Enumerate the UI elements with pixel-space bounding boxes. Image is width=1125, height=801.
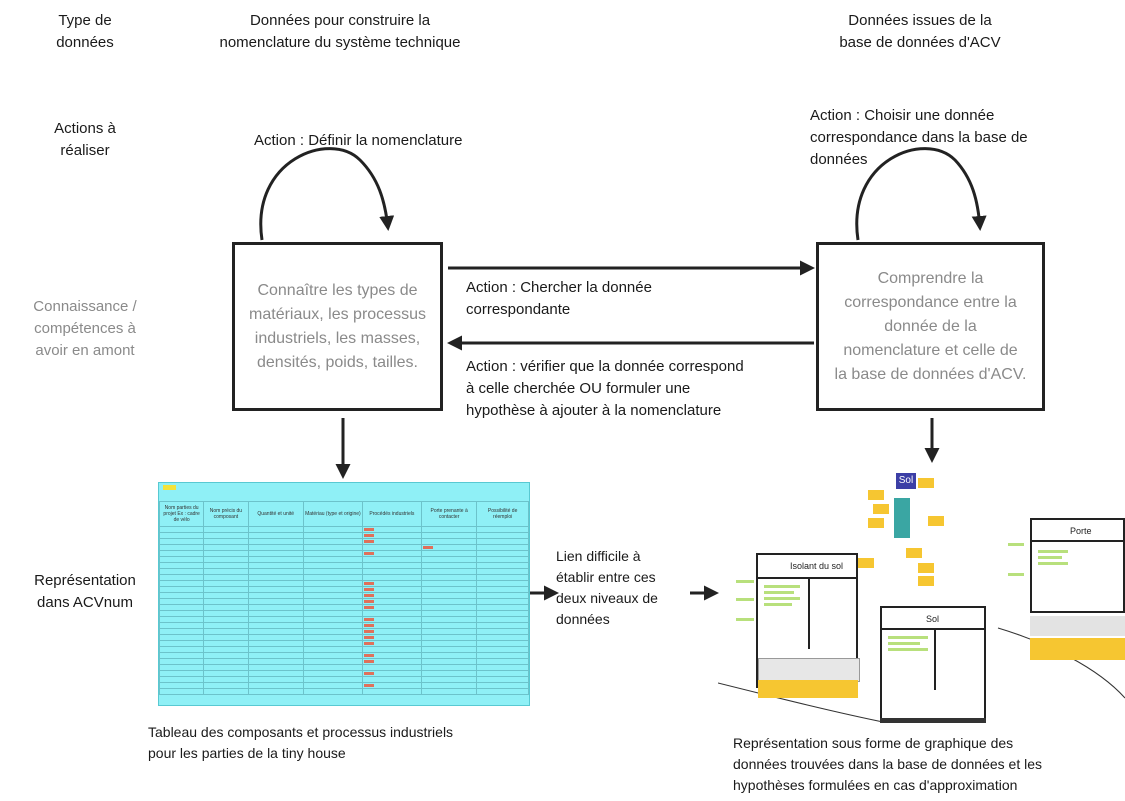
knowledge-box-right: Comprendre la correspondance entre la do… — [816, 242, 1045, 411]
sticky-note — [918, 478, 934, 488]
sticky-note — [918, 576, 934, 586]
card-porte: Porte — [1030, 518, 1125, 613]
card-title: Sol — [926, 614, 940, 624]
knowledge-label: Connaissance / compétences à avoir en am… — [33, 298, 137, 359]
action-choose: Action : Choisir une donnée correspondan… — [810, 107, 1028, 168]
loop-arrow-left — [259, 147, 395, 241]
graph-thumbnail: Sol Isolant du sol Sol Porte — [718, 468, 1125, 723]
loop-arrow-right — [855, 147, 987, 241]
thumb-header-3: Matériau (type et origine) — [302, 501, 363, 527]
thumb-header-0: Nom parties du projet Ex : cadre de vélo — [159, 501, 205, 527]
thumb-header-6: Possibilité de réemploi — [476, 501, 529, 527]
representation-label: Représentation dans ACVnum — [34, 572, 136, 611]
thumb-header-2: Quantité et unité — [247, 501, 304, 527]
sticky-note — [873, 504, 889, 514]
thumb-header-1: Nom précis du composant — [203, 501, 249, 527]
type-label: Type de données — [56, 12, 114, 51]
action-search: Action : Chercher la donnée correspondan… — [466, 279, 652, 318]
sticky-note — [906, 548, 922, 558]
thumb-grid: Nom parties du projet Ex : cadre de vélo… — [159, 501, 529, 695]
component-table-thumbnail: Nom parties du projet Ex : cadre de vélo… — [158, 482, 530, 706]
action-define: Action : Définir la nomenclature — [254, 132, 463, 149]
knowledge-box-left: Connaître les types de matériaux, les pr… — [232, 242, 443, 411]
header-left: Données pour construire la nomenclature … — [219, 12, 461, 51]
caption-table: Tableau des composants et processus indu… — [148, 724, 454, 761]
actions-label: Actions à réaliser — [54, 120, 116, 159]
thumb-header-5: Porte prenante à contacter — [420, 501, 478, 527]
thumb-header-4: Procédés industriels — [361, 501, 422, 527]
card-sol: Sol — [880, 606, 986, 723]
card-title: Porte — [1070, 526, 1092, 536]
sol-node-detail — [894, 498, 910, 538]
caption-graph: Représentation sous forme de graphique d… — [733, 735, 1043, 793]
sticky-note — [858, 558, 874, 568]
link-text: Lien difficile à établir entre ces deux … — [556, 548, 658, 627]
sticky-note — [868, 490, 884, 500]
action-verify: Action : vérifier que la donnée correspo… — [466, 358, 744, 419]
header-right: Données issues de la base de données d'A… — [839, 12, 1001, 51]
sol-node: Sol — [896, 473, 916, 489]
card-title: Isolant du sol — [790, 561, 844, 571]
sticky-note — [868, 518, 884, 528]
sticky-note — [918, 563, 934, 573]
sticky-note — [928, 516, 944, 526]
